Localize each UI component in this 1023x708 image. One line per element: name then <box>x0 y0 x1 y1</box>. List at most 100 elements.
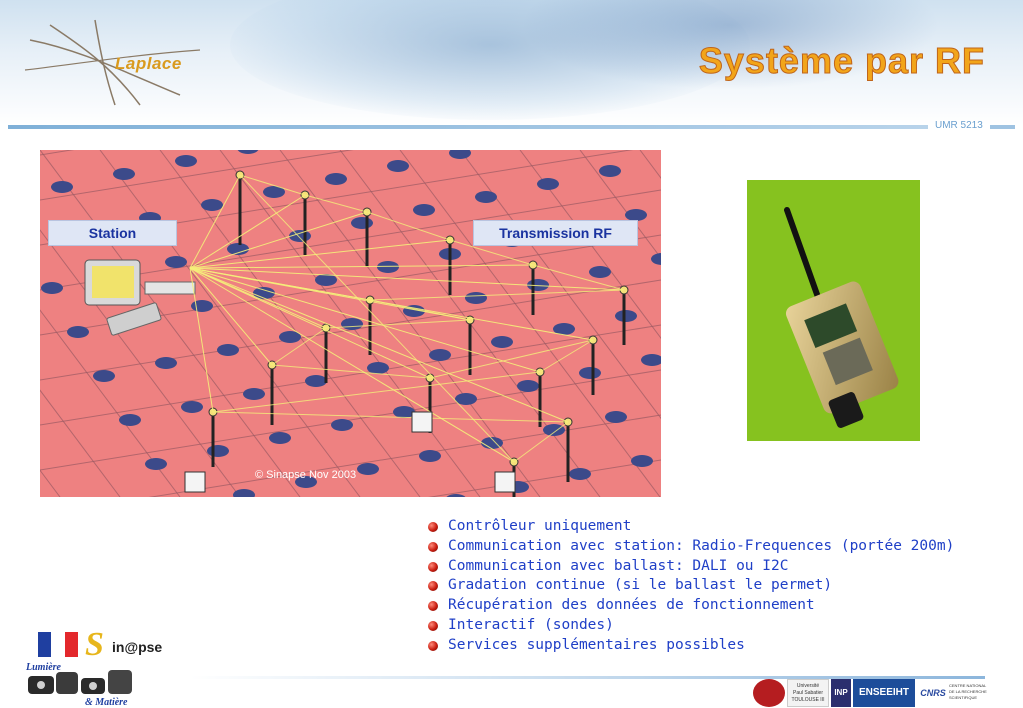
grid-node <box>553 323 575 335</box>
rf-link <box>212 371 541 413</box>
grid-line <box>40 369 661 471</box>
grid-line <box>428 459 661 497</box>
sinapse-logo-text: in@pse <box>112 639 163 655</box>
rf-link <box>189 194 306 269</box>
control-box-icon <box>184 471 206 493</box>
grid-line <box>99 150 361 497</box>
rf-link <box>366 211 451 241</box>
list-item: Contrôleur uniquement <box>428 517 954 537</box>
rf-link <box>539 339 594 373</box>
list-item: Services supplémentaires possibles <box>428 636 954 656</box>
enseeiht-logo: ENSEEIHT <box>853 679 915 707</box>
grid-node <box>181 401 203 413</box>
grid-node <box>201 199 223 211</box>
grid-node <box>393 406 415 418</box>
grid-node <box>119 414 141 426</box>
ups-seal-icon <box>753 679 785 707</box>
rf-link <box>189 267 569 423</box>
page-title: Système par RF <box>698 40 985 82</box>
grid-node <box>599 165 621 177</box>
grid-node <box>455 393 477 405</box>
grid-node <box>279 331 301 343</box>
partner-logos: Université Paul Sabatier TOULOUSE III IN… <box>753 679 1023 708</box>
grid-node <box>51 181 73 193</box>
grid-node <box>113 168 135 180</box>
rf-link <box>189 267 625 291</box>
grid-line <box>40 150 75 156</box>
grid-node <box>237 150 259 154</box>
rf-link <box>189 267 214 413</box>
grid-node <box>269 432 291 444</box>
grid-node <box>207 445 229 457</box>
header-divider <box>8 125 928 129</box>
grid-node <box>429 349 451 361</box>
feature-list: Contrôleur uniquement Communication avec… <box>428 517 954 656</box>
rf-link <box>369 289 625 301</box>
computer-screen <box>92 266 134 298</box>
grid-line <box>40 279 661 381</box>
grid-node <box>263 186 285 198</box>
list-item: Récupération des données de fonctionneme… <box>428 596 954 616</box>
rf-link <box>304 194 368 213</box>
grid-node <box>41 282 63 294</box>
footer-divider <box>190 676 985 679</box>
grid-node <box>569 468 591 480</box>
copyright-text: © Sinapse Nov 2003 <box>255 469 357 481</box>
grid-node <box>295 476 317 488</box>
rf-link <box>189 211 368 269</box>
grid-node <box>331 419 353 431</box>
grid-node <box>465 292 487 304</box>
grid-node <box>341 318 363 330</box>
rf-module-image <box>784 207 899 428</box>
grid-node <box>537 178 559 190</box>
rf-link <box>532 264 625 291</box>
grid-node <box>387 160 409 172</box>
french-flag-icon <box>38 632 78 657</box>
grid-node <box>605 411 627 423</box>
list-item: Communication avec station: Radio-Freque… <box>428 537 954 557</box>
grid-node <box>315 274 337 286</box>
grid-node <box>357 463 379 475</box>
grid-line <box>579 150 661 259</box>
bullet-icon <box>428 522 438 532</box>
grid-node <box>351 217 373 229</box>
grid-node <box>631 455 653 467</box>
rf-link <box>271 327 327 366</box>
sinapse-logo-initial: S <box>85 626 104 663</box>
laplace-logo-text: Laplace <box>115 54 182 73</box>
grid-line <box>40 150 354 201</box>
grid-line <box>40 324 661 426</box>
rf-link <box>189 267 594 341</box>
grid-node <box>651 253 661 265</box>
bullet-icon <box>428 581 438 592</box>
control-box-icon <box>411 411 433 433</box>
matiere-text: & Matière <box>85 697 128 708</box>
grid-node <box>579 367 601 379</box>
grid-node <box>243 388 265 400</box>
umr-label: UMR 5213 <box>935 120 983 131</box>
grid-line <box>40 309 181 497</box>
university-logo: Université Paul Sabatier TOULOUSE III <box>787 679 829 707</box>
rf-link <box>189 239 451 269</box>
grid-node <box>165 256 187 268</box>
rf-link <box>189 267 431 379</box>
grid-node <box>413 204 435 216</box>
station-label: Station <box>48 220 177 246</box>
grid-line <box>399 150 661 497</box>
rf-link <box>429 339 594 379</box>
grid-node <box>191 300 213 312</box>
keyboard-icon <box>106 302 162 336</box>
grid-line <box>40 150 301 497</box>
grid-node <box>233 489 255 497</box>
grid-node <box>491 336 513 348</box>
grid-node <box>517 380 539 392</box>
rf-link <box>189 174 241 269</box>
cnrs-logo: CNRS <box>919 679 947 707</box>
rf-link <box>189 264 534 269</box>
rf-link <box>325 319 471 329</box>
grid-node <box>377 261 399 273</box>
transmission-rf-label: Transmission RF <box>473 220 638 246</box>
grid-node <box>67 326 89 338</box>
rf-module-photo <box>747 180 920 441</box>
laplace-logo-icon <box>24 19 201 106</box>
